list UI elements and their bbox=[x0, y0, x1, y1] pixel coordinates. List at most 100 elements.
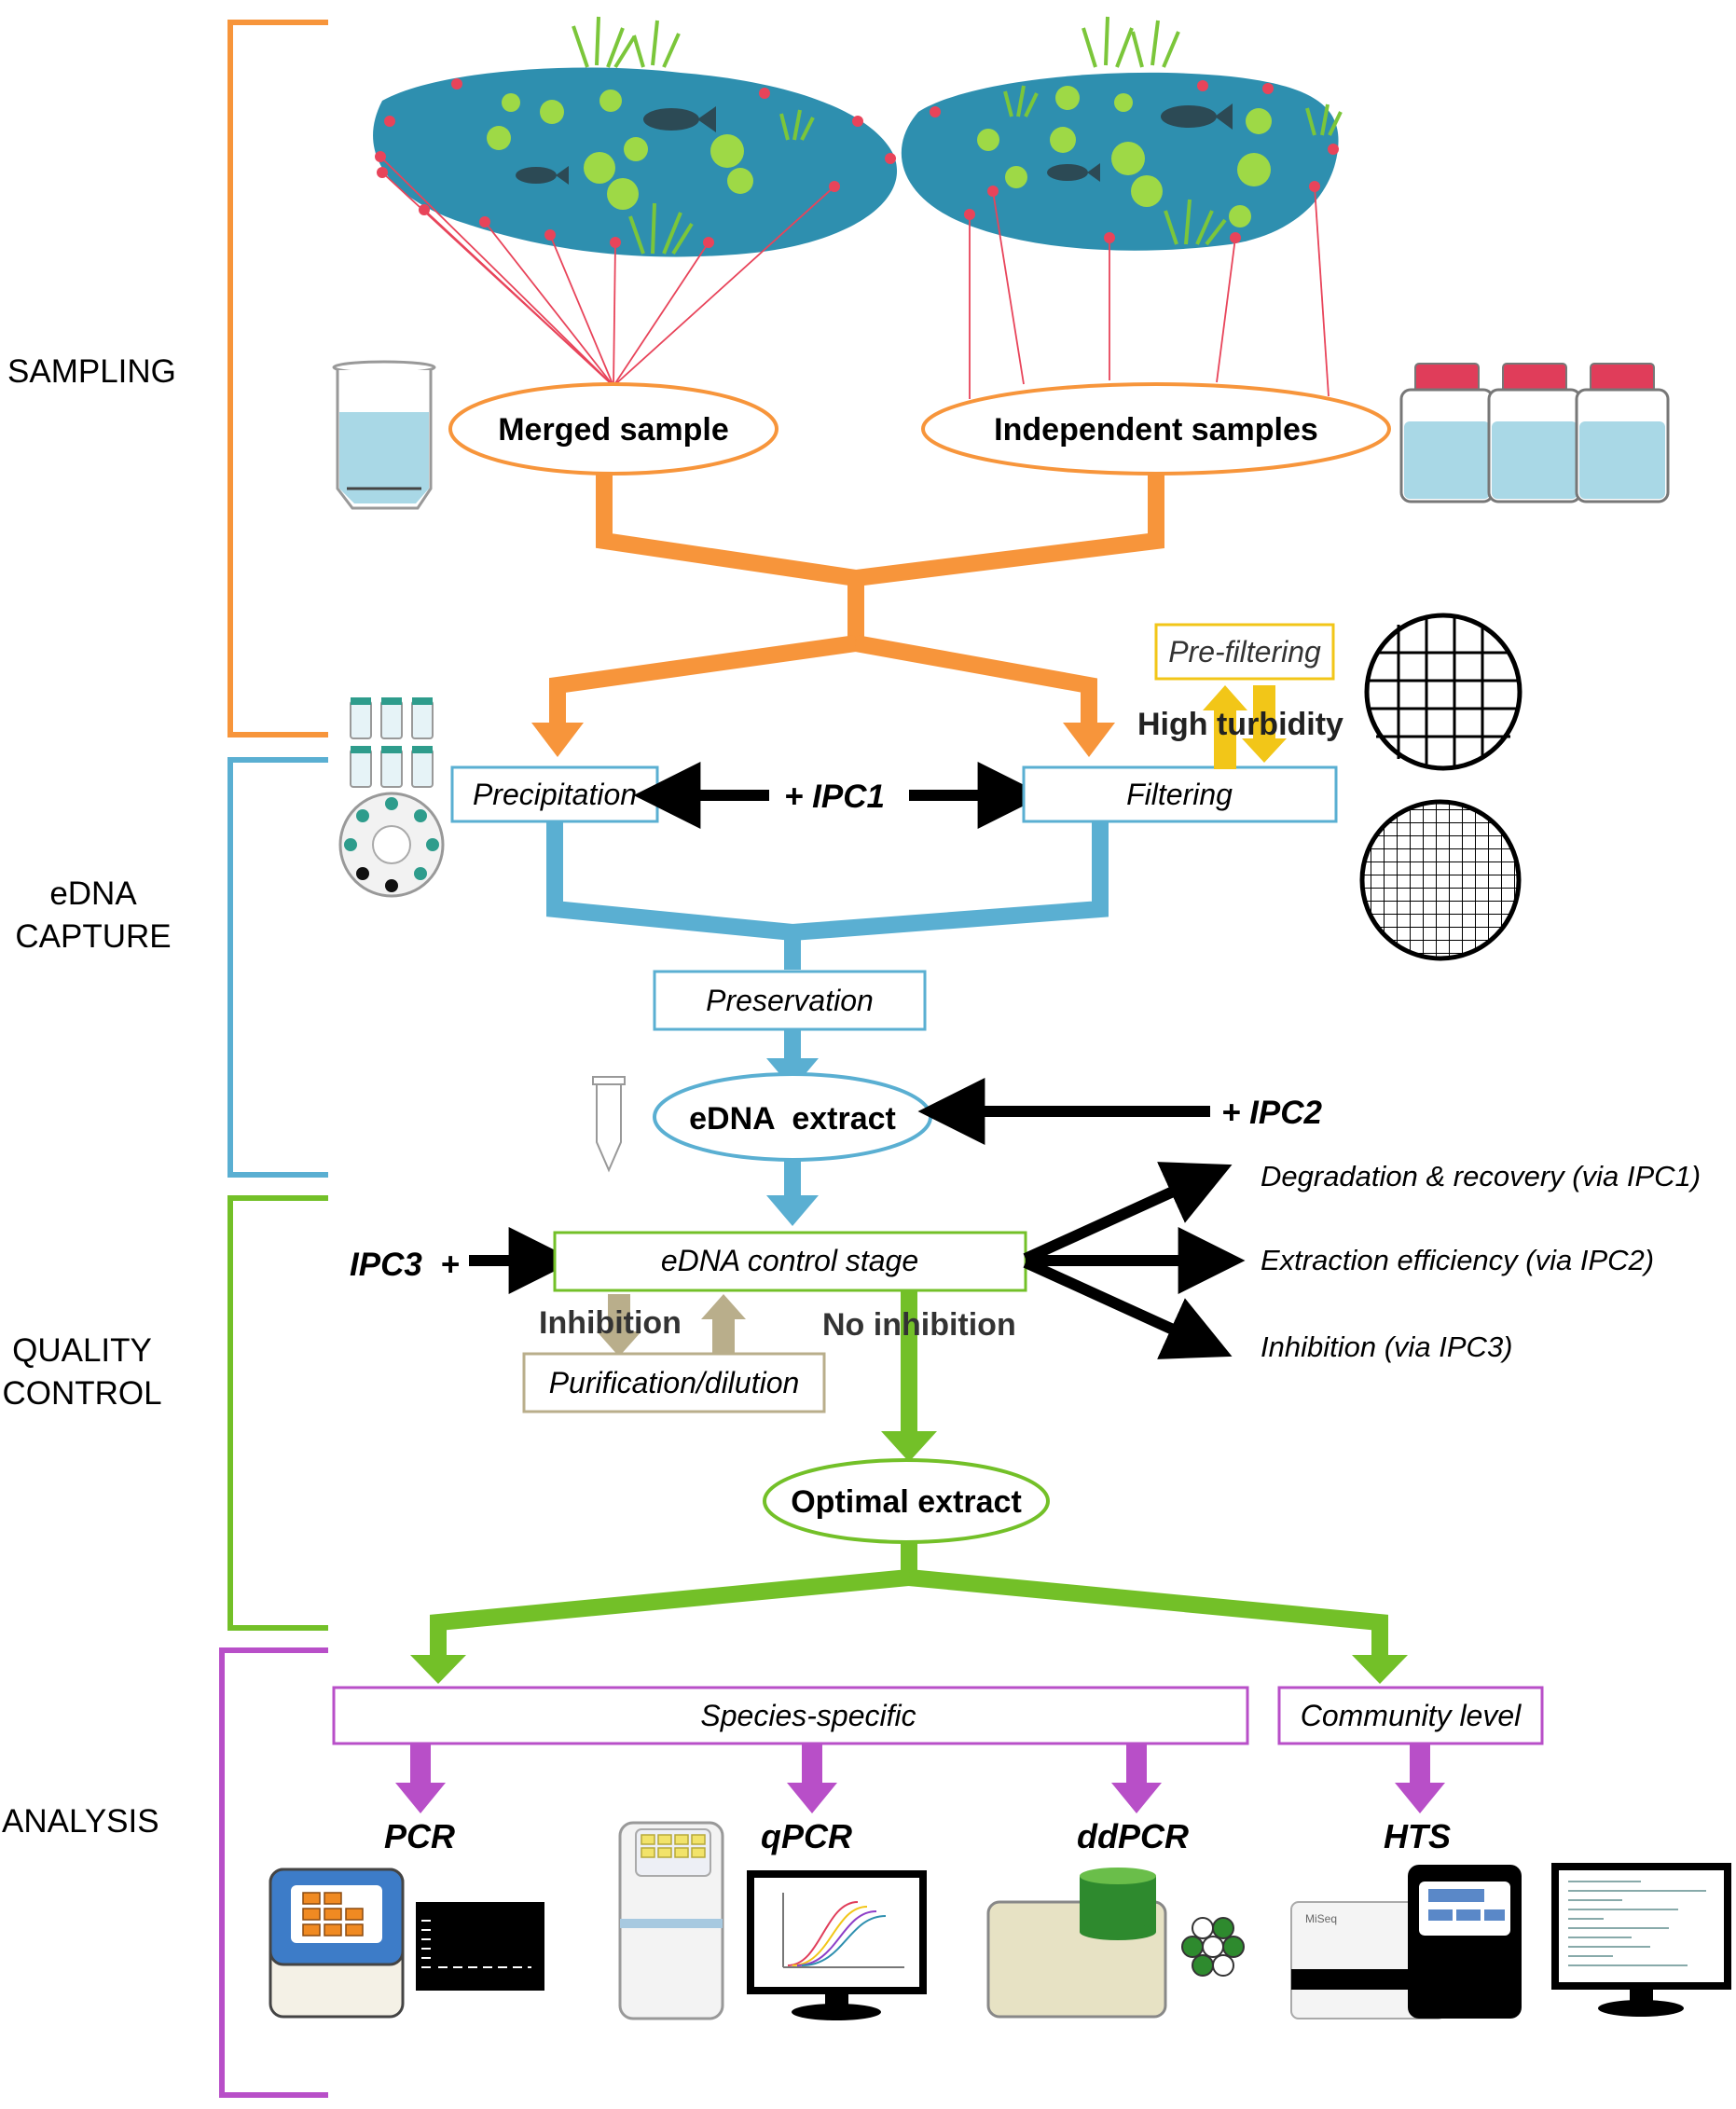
lily-pad-icon bbox=[977, 86, 1272, 227]
ddpcr-machine-icon bbox=[986, 1868, 1167, 2019]
turbidity-arrow-up bbox=[1203, 685, 1247, 769]
fine-filter-icon bbox=[1359, 799, 1522, 961]
merged-sample-label: Merged sample bbox=[498, 412, 729, 448]
filtering-label: Filtering bbox=[1126, 778, 1233, 811]
fish-icon bbox=[516, 106, 716, 185]
ipc1-label: + IPC1 bbox=[784, 779, 885, 815]
precipitation-label: Precipitation bbox=[473, 778, 637, 811]
droplets-icon bbox=[1181, 1917, 1245, 1977]
qpcr-label: qPCR bbox=[761, 1817, 852, 1855]
edna-control-stage-box bbox=[553, 1231, 1027, 1292]
inhibition-arrow-down bbox=[597, 1294, 641, 1357]
output-extraction-label: Extraction efficiency (via IPC2) bbox=[1261, 1244, 1654, 1276]
purification-label: Purification/dilution bbox=[549, 1366, 800, 1399]
community-level-label: Community level bbox=[1301, 1699, 1522, 1732]
optimal-extract-node bbox=[763, 1458, 1050, 1544]
section-label-capture-1: eDNA bbox=[49, 875, 137, 912]
prefiltering-box bbox=[1154, 623, 1335, 681]
arrow-to-optimal bbox=[881, 1431, 937, 1462]
purification-box bbox=[522, 1352, 826, 1413]
arrow-to-qpcr bbox=[787, 1744, 837, 1813]
output-degradation-label: Degradation & recovery (via IPC1) bbox=[1261, 1160, 1701, 1192]
ipc2-label: + IPC2 bbox=[1221, 1095, 1323, 1131]
hts-label: HTS bbox=[1384, 1817, 1451, 1855]
bottle-2 bbox=[1487, 363, 1582, 503]
arrow-to-species bbox=[410, 1655, 466, 1684]
independent-pond-illustration bbox=[901, 16, 1343, 399]
quality-flow bbox=[430, 1290, 1388, 1655]
inhibition-arrow-up bbox=[701, 1294, 746, 1371]
section-label-capture-2: CAPTURE bbox=[15, 918, 171, 955]
hts-monitor-icon bbox=[1551, 1863, 1731, 2017]
section-brackets bbox=[219, 20, 328, 2098]
sample-points bbox=[930, 80, 1339, 243]
analysis-arrows bbox=[395, 1744, 1445, 1813]
prefiltering-label: Pre-filtering bbox=[1168, 635, 1321, 669]
merged-sample-node bbox=[448, 382, 778, 476]
inhibition-label: Inhibition bbox=[539, 1305, 682, 1341]
analysis-bracket bbox=[219, 1647, 328, 2098]
edna-control-stage-label: eDNA control stage bbox=[661, 1244, 918, 1277]
output-inhibition-label: Inhibition (via IPC3) bbox=[1261, 1330, 1513, 1363]
pcr-machine-icon bbox=[269, 1868, 405, 2019]
lily-pad-icon bbox=[487, 90, 753, 210]
inhibition-arrows bbox=[597, 1294, 746, 1371]
preservation-label: Preservation bbox=[706, 984, 874, 1017]
capture-bracket bbox=[227, 757, 328, 1178]
preservation-box bbox=[653, 970, 927, 1031]
gel-image-icon bbox=[416, 1902, 544, 1991]
species-specific-box bbox=[332, 1686, 1249, 1745]
capture-flow bbox=[546, 821, 1109, 1195]
quality-bracket bbox=[227, 1195, 328, 1631]
arrow-to-precipitation bbox=[531, 723, 584, 757]
arrow-to-filtering bbox=[1063, 723, 1115, 757]
precipitation-box bbox=[450, 765, 659, 823]
fish-icon bbox=[1047, 103, 1233, 182]
miseq-label: MiSeq bbox=[1305, 1912, 1337, 1925]
bottle-1 bbox=[1399, 363, 1495, 503]
merged-sample-lines bbox=[379, 156, 835, 387]
optimal-extract-label: Optimal extract bbox=[791, 1484, 1022, 1520]
centrifuge-rotor-icon bbox=[338, 792, 445, 898]
merged-pond-illustration bbox=[373, 16, 898, 387]
grass-icon bbox=[572, 16, 815, 255]
qpcr-machine-icon bbox=[618, 1821, 724, 2020]
edna-extract-label: eDNA extract bbox=[689, 1101, 896, 1137]
section-label-analysis: ANALYSIS bbox=[2, 1803, 159, 1840]
grass-icon bbox=[1003, 16, 1343, 246]
arrow-to-hts bbox=[1395, 1744, 1445, 1813]
independent-samples-label: Independent samples bbox=[994, 412, 1318, 448]
species-specific-label: Species-specific bbox=[700, 1699, 916, 1732]
arrow-to-pcr bbox=[395, 1744, 446, 1813]
bottle-3 bbox=[1575, 363, 1670, 503]
section-label-quality-1: QUALITY bbox=[12, 1332, 152, 1369]
merged-sample-tube-icon bbox=[332, 360, 436, 510]
arrow-to-community bbox=[1352, 1655, 1408, 1684]
precipitation-tubes-icon bbox=[350, 697, 434, 788]
hts-sequencer-icon: MiSeq bbox=[1290, 1865, 1522, 2019]
sampling-bracket bbox=[227, 20, 328, 737]
no-inhibition-label: No inhibition bbox=[822, 1307, 1016, 1343]
arrow-to-control bbox=[766, 1195, 819, 1226]
pcr-label: PCR bbox=[384, 1817, 455, 1855]
section-label-quality-2: CONTROL bbox=[2, 1375, 161, 1412]
coarse-filter-icon bbox=[1364, 613, 1522, 771]
extraction-tube-icon bbox=[592, 1076, 626, 1173]
sampling-flow bbox=[549, 474, 1164, 723]
sample-bottles-icon bbox=[1399, 363, 1670, 503]
community-level-box bbox=[1277, 1686, 1544, 1745]
pond-1 bbox=[373, 67, 898, 257]
ipc3-label: IPC3 + bbox=[350, 1247, 460, 1283]
filtering-box bbox=[1022, 765, 1338, 823]
qpcr-monitor-icon bbox=[747, 1870, 927, 2020]
turbidity-arrows bbox=[1203, 685, 1287, 769]
high-turbidity-label: High turbidity bbox=[1137, 707, 1343, 742]
control-output-arrows bbox=[1023, 1162, 1246, 1359]
turbidity-arrow-down bbox=[1242, 685, 1287, 763]
ddpcr-label: ddPCR bbox=[1077, 1817, 1189, 1855]
independent-sample-lines bbox=[969, 186, 1330, 399]
arrow-to-ddpcr bbox=[1111, 1744, 1162, 1813]
section-label-sampling: SAMPLING bbox=[7, 353, 176, 390]
